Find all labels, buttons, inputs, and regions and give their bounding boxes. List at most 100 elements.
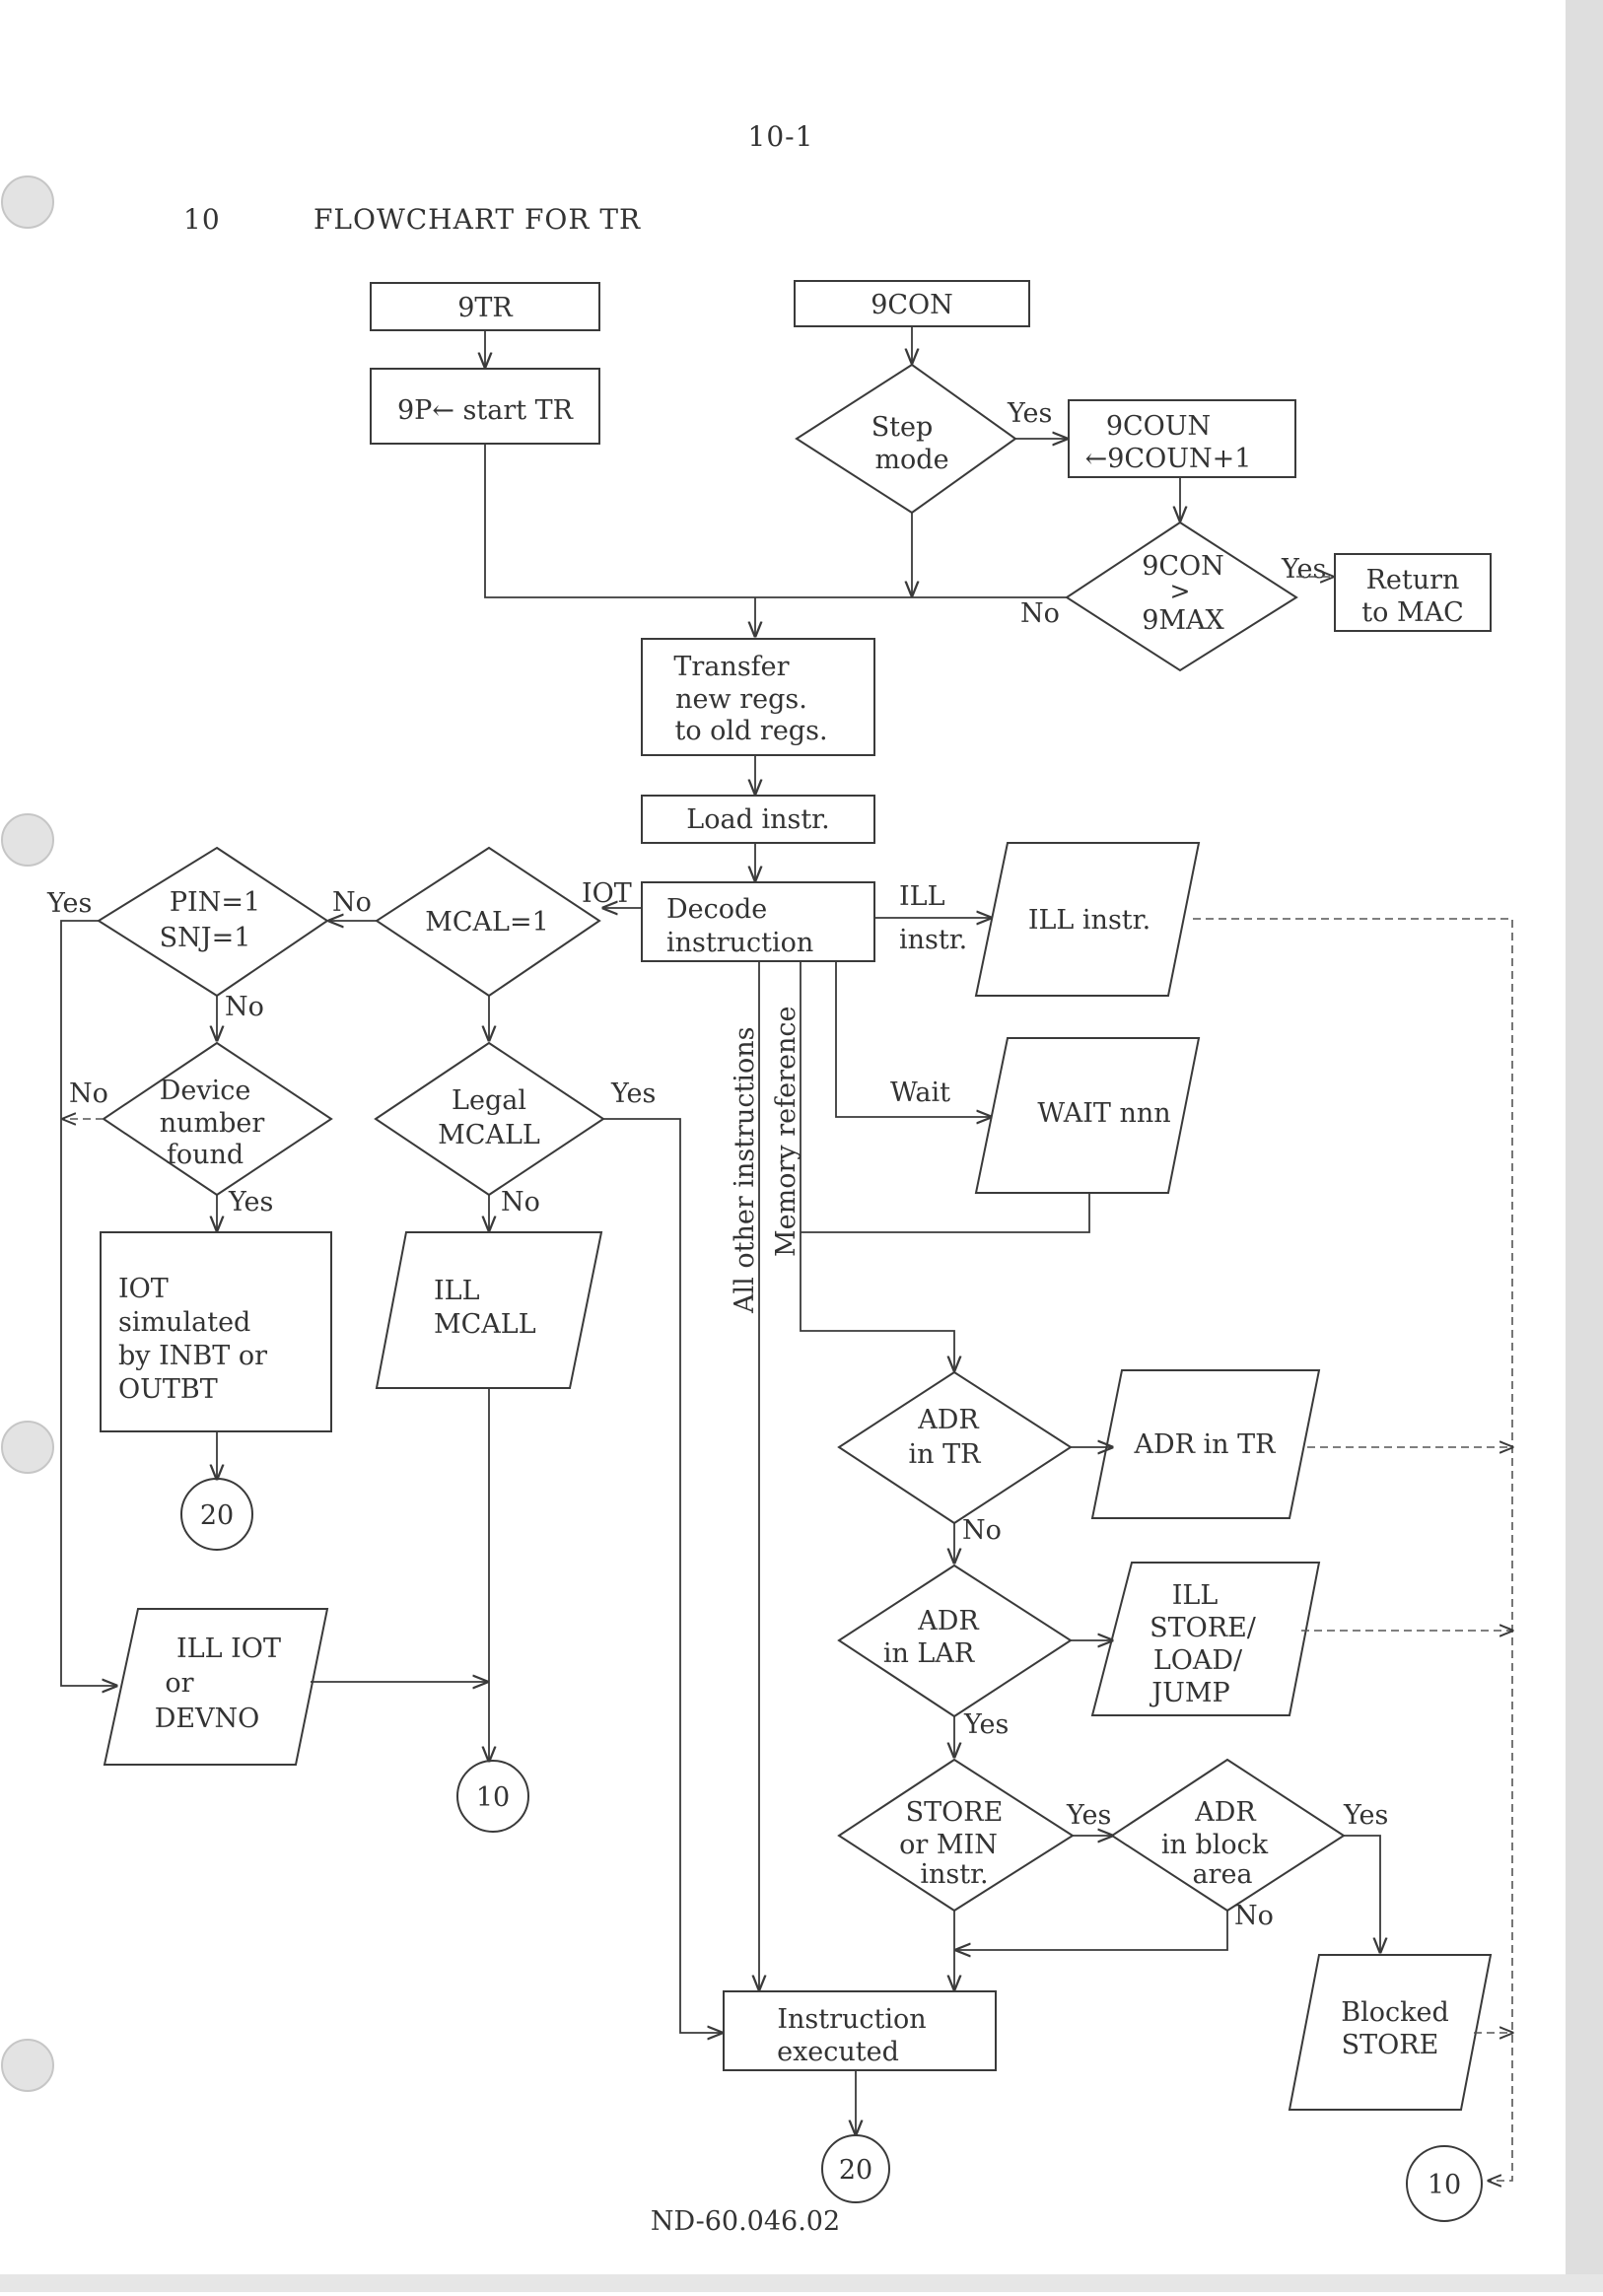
- transfer-regs-box: [641, 638, 875, 756]
- binder-hole-2: [1, 813, 54, 867]
- device-found-line-3: found: [167, 1140, 244, 1170]
- iot-simulated-line-1: IOT: [118, 1274, 169, 1304]
- legal-mcall-no-label: No: [501, 1187, 540, 1218]
- connector-20-left: [180, 1478, 253, 1551]
- coun-incr-line-1: 9COUN: [1106, 411, 1211, 442]
- ill-iot-parallelogram: [103, 1608, 329, 1766]
- wait-nnn-label: WAIT nnn: [1037, 1098, 1170, 1129]
- store-min-line-3: instr.: [920, 1859, 988, 1890]
- pin-snj-diamond: [97, 846, 329, 998]
- step-mode-line-2: mode: [874, 445, 948, 475]
- ill-mcall-line-1: ILL: [434, 1276, 480, 1306]
- edge-wait-back: [801, 1193, 1090, 1233]
- adr-tr-line-1: ADR: [917, 1405, 979, 1435]
- ill-iot-line-1: ILL IOT: [176, 1634, 281, 1664]
- return-mac-line-2: to MAC: [1361, 597, 1464, 628]
- ill-store-line-4: JUMP: [1149, 1678, 1229, 1708]
- iot-simulated-line-3: by INBT or: [118, 1341, 267, 1371]
- adr-block-yes-label: Yes: [1343, 1800, 1388, 1831]
- legal-mcall-line-1: Legal: [452, 1085, 526, 1116]
- legal-mcall-diamond: [374, 1041, 605, 1197]
- section-number: 10: [183, 203, 221, 236]
- mcal-label: MCAL=1: [425, 907, 549, 938]
- con-max-diamond: [1065, 521, 1298, 672]
- ill-store-line-3: LOAD/: [1153, 1645, 1243, 1676]
- coun-incr-line-2: ←9COUN+1: [1085, 444, 1252, 474]
- store-min-line-1: STORE: [906, 1797, 1004, 1828]
- blocked-store-parallelogram: [1288, 1954, 1493, 2111]
- instr-executed-line-1: Instruction: [777, 2004, 926, 2035]
- load-instr-label: Load instr.: [686, 804, 829, 835]
- adr-block-line-1: ADR: [1194, 1797, 1256, 1828]
- edge-pin-yes: [60, 920, 116, 1686]
- pin-snj-line-1: PIN=1: [170, 887, 260, 918]
- device-found-line-2: number: [160, 1108, 265, 1139]
- ill-instr-parallelogram: [974, 842, 1201, 997]
- adr-lar-line-2: in LAR: [883, 1638, 975, 1669]
- ill-branch-label-1: ILL: [899, 881, 945, 912]
- device-found-no-label: No: [69, 1078, 108, 1109]
- store-min-line-2: or MIN: [899, 1830, 998, 1860]
- adr-block-line-3: area: [1192, 1859, 1252, 1890]
- instr-executed-line-2: executed: [777, 2037, 899, 2067]
- transfer-regs-line-1: Transfer: [673, 652, 789, 682]
- section-title: FLOWCHART FOR TR: [314, 203, 641, 236]
- legal-mcall-line-2: MCALL: [438, 1120, 540, 1150]
- con-max-line-2: >: [1170, 577, 1191, 605]
- ill-instr-label: ILL instr.: [1028, 905, 1150, 936]
- scan-edge-shadow: [1566, 0, 1603, 2292]
- connector-10-left-label: 10: [476, 1782, 510, 1813]
- con-max-no-label: No: [1020, 598, 1060, 629]
- step-mode-yes-label: Yes: [1007, 398, 1052, 429]
- step-mode-line-1: Step: [871, 412, 934, 443]
- edge-adr-block-yes: [1344, 1835, 1380, 1952]
- all-other-label: All other instructions: [730, 1027, 760, 1314]
- wait-branch-label: Wait: [890, 1078, 950, 1108]
- ill-store-parallelogram: [1090, 1562, 1321, 1716]
- adr-lar-line-1: ADR: [917, 1606, 979, 1636]
- return-mac-box: [1334, 553, 1492, 632]
- page-number: 10-1: [748, 120, 814, 153]
- pin-snj-yes-label: Yes: [46, 888, 92, 919]
- adr-tr-out-label: ADR in TR: [1133, 1429, 1276, 1460]
- document-id: ND-60.046.02: [651, 2206, 840, 2237]
- return-mac-line-1: Return: [1366, 565, 1460, 595]
- ill-store-line-2: STORE/: [1150, 1613, 1257, 1643]
- adr-block-no-label: No: [1234, 1901, 1274, 1931]
- coun-incr-box: [1068, 399, 1296, 478]
- memory-ref-label: Memory reference: [771, 1007, 802, 1257]
- legal-mcall-yes-label: Yes: [610, 1078, 656, 1109]
- scan-bottom-edge: [0, 2274, 1603, 2292]
- adr-block-line-2: in block: [1161, 1830, 1269, 1860]
- mcal-no-label: No: [332, 887, 372, 918]
- connector-10-right: [1406, 2145, 1483, 2222]
- device-found-yes-label: Yes: [228, 1187, 273, 1218]
- store-min-yes-label: Yes: [1066, 1800, 1111, 1831]
- ill-iot-line-2: or: [165, 1668, 193, 1699]
- adr-lar-yes-label: Yes: [963, 1709, 1009, 1740]
- tr-start-label: 9TR: [457, 293, 513, 323]
- iot-simulated-box: [100, 1231, 332, 1432]
- pin-snj-line-2: SNJ=1: [160, 923, 251, 953]
- connector-20-bottom: [821, 2134, 890, 2203]
- iot-branch-label: IOT: [582, 878, 632, 909]
- ill-mcall-line-2: MCALL: [434, 1309, 536, 1340]
- binder-hole-3: [1, 1421, 54, 1474]
- ill-iot-line-3: DEVNO: [155, 1704, 260, 1734]
- decode-box: [641, 881, 875, 962]
- adr-tr-line-2: in TR: [909, 1439, 982, 1470]
- edge-adr-block-no: [956, 1911, 1228, 1950]
- iot-simulated-line-2: simulated: [118, 1307, 250, 1338]
- ill-branch-label-2: instr.: [899, 925, 967, 955]
- edge-p-down: [484, 444, 755, 598]
- p-start-tr-label: 9P← start TR: [397, 395, 574, 426]
- iot-simulated-line-4: OUTBT: [118, 1374, 218, 1405]
- connector-20-bottom-label: 20: [839, 2155, 872, 2186]
- device-found-line-1: Device: [160, 1076, 251, 1106]
- edge-memory-ref: [800, 961, 954, 1370]
- transfer-regs-line-3: to old regs.: [674, 716, 827, 746]
- connector-10-right-label: 10: [1428, 2170, 1461, 2200]
- pin-snj-no-label: No: [225, 992, 264, 1022]
